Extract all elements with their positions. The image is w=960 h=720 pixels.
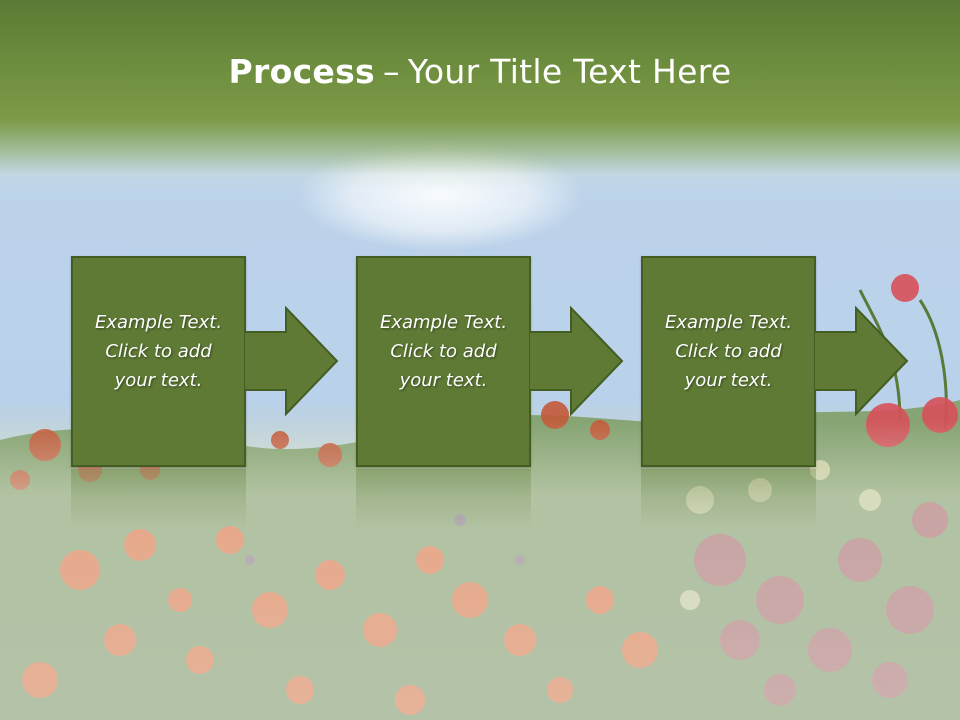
step-text-line: Example Text. [664,312,793,333]
step-box [71,256,246,467]
title-bold: Process [228,52,375,91]
step-text[interactable]: Example Text. Click to add your text. [79,308,238,395]
process-step-3[interactable]: Example Text. Click to add your text. [641,256,816,529]
step-box-reflection [356,469,531,529]
step-text-line: Click to add [390,341,497,362]
step-text-line: your text. [684,370,773,391]
title-separator: – [383,52,400,91]
step-text-line: Example Text. [379,312,508,333]
step-box-reflection [71,469,246,529]
right-arrow-icon [529,306,624,416]
step-text-line: your text. [114,370,203,391]
right-arrow-icon [244,306,339,416]
meadow-fog-overlay [0,420,960,720]
right-arrow-icon [814,306,909,416]
step-box [356,256,531,467]
step-box-reflection [641,469,816,529]
slide-title[interactable]: Process–Your Title Text Here [0,52,960,91]
step-text[interactable]: Example Text. Click to add your text. [364,308,523,395]
step-text-line: your text. [399,370,488,391]
title-band: Process–Your Title Text Here [0,0,960,190]
title-rest: Your Title Text Here [407,52,732,91]
process-step-1[interactable]: Example Text. Click to add your text. [71,256,246,529]
process-step-2[interactable]: Example Text. Click to add your text. [356,256,531,529]
step-text-line: Click to add [105,341,212,362]
step-box [641,256,816,467]
step-text-line: Example Text. [94,312,223,333]
step-text-line: Click to add [675,341,782,362]
step-text[interactable]: Example Text. Click to add your text. [649,308,808,395]
